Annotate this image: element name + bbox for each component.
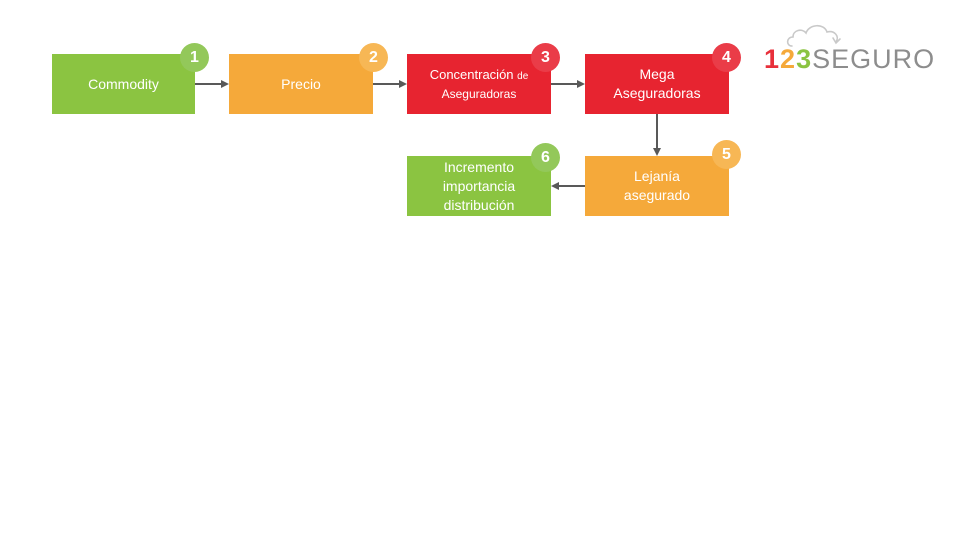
badge-1: 1	[180, 43, 209, 72]
node-mega: Mega Aseguradoras	[585, 54, 729, 114]
node-precio: Precio	[229, 54, 373, 114]
node-incremento-label-line3: distribución	[443, 196, 515, 213]
logo-digit-1: 1	[764, 44, 781, 74]
node-concentracion-label-small: de	[517, 70, 529, 82]
node-lejania-label-line2: asegurado	[623, 187, 691, 203]
node-concentracion-text: Concentración de Aseguradoras	[430, 66, 529, 103]
node-precio-label: Precio	[281, 75, 321, 92]
logo-wordmark: 123SEGURO	[764, 44, 935, 74]
node-lejania-label-line1: Lejanía	[634, 168, 680, 184]
logo-digit-3: 3	[796, 44, 813, 74]
node-concentracion: Concentración de Aseguradoras	[407, 54, 551, 114]
logo-word: SEGURO	[812, 44, 936, 74]
node-incremento-label-line1: Incremento	[443, 158, 515, 175]
badge-5: 5	[712, 140, 741, 169]
node-mega-text: Mega Aseguradoras	[613, 65, 700, 103]
node-commodity-label: Commodity	[88, 75, 159, 92]
node-incremento: Incremento importancia distribución	[407, 156, 551, 216]
badge-2: 2	[359, 43, 388, 72]
logo-digit-2: 2	[780, 44, 797, 74]
node-commodity: Commodity	[52, 54, 195, 114]
node-concentracion-label-main: Concentración	[429, 66, 514, 82]
badge-6: 6	[531, 143, 560, 172]
brand-logo: 123SEGURO	[762, 20, 934, 74]
node-lejania-text: Lejanía asegurado	[624, 167, 690, 205]
badge-4: 4	[712, 43, 741, 72]
badge-3: 3	[531, 43, 560, 72]
node-incremento-text: Incremento importancia distribución	[443, 158, 515, 215]
node-lejania: Lejanía asegurado	[585, 156, 729, 216]
node-incremento-label-line2: importancia	[442, 177, 516, 194]
cloud-icon	[786, 24, 841, 47]
node-concentracion-label-line2: Aseguradoras	[441, 86, 517, 101]
node-mega-label-line2: Aseguradoras	[613, 85, 701, 101]
node-mega-label-line1: Mega	[639, 66, 675, 82]
